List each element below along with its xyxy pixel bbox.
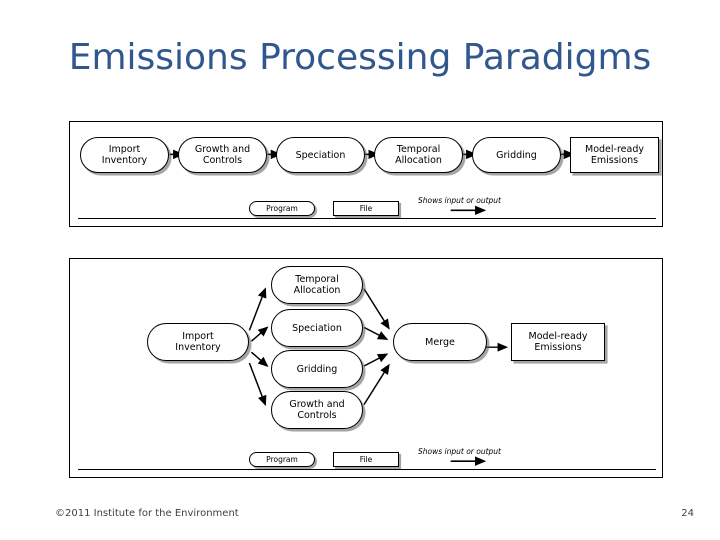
legend-file-label: File bbox=[359, 204, 373, 213]
node-gridding[interactable]: Gridding bbox=[271, 350, 363, 388]
legend-program-label: Program bbox=[266, 455, 298, 464]
node-speciation[interactable]: Speciation bbox=[271, 309, 363, 347]
parallel-connector-arrows bbox=[248, 287, 509, 407]
node-label: Merge bbox=[425, 336, 455, 348]
node-speciation[interactable]: Speciation bbox=[276, 137, 365, 173]
page-title: Emissions Processing Paradigms bbox=[68, 37, 652, 78]
legend-divider bbox=[78, 218, 656, 219]
footer-page-number: 24 bbox=[681, 508, 694, 519]
legend-divider bbox=[78, 469, 656, 470]
node-label: Gridding bbox=[296, 363, 338, 375]
legend-arrow-caption: Shows input or output bbox=[418, 447, 501, 456]
legend-program-shape: Program bbox=[249, 452, 315, 467]
legend-file-label: File bbox=[359, 455, 373, 464]
legend-file-shape: File bbox=[333, 201, 399, 216]
node-gridding[interactable]: Gridding bbox=[472, 137, 561, 173]
legend-arrow-caption: Shows input or output bbox=[418, 196, 501, 205]
legend-arrow-icon bbox=[450, 456, 487, 466]
legend-file-shape: File bbox=[333, 452, 399, 467]
node-merge[interactable]: Merge bbox=[393, 323, 487, 361]
legend-program-label: Program bbox=[266, 204, 298, 213]
node-label: Speciation bbox=[292, 322, 342, 334]
node-label: Speciation bbox=[295, 149, 346, 161]
node-label: Gridding bbox=[496, 149, 537, 161]
footer-copyright: ©2011 Institute for the Environment bbox=[55, 508, 239, 519]
legend-program-shape: Program bbox=[249, 201, 315, 216]
